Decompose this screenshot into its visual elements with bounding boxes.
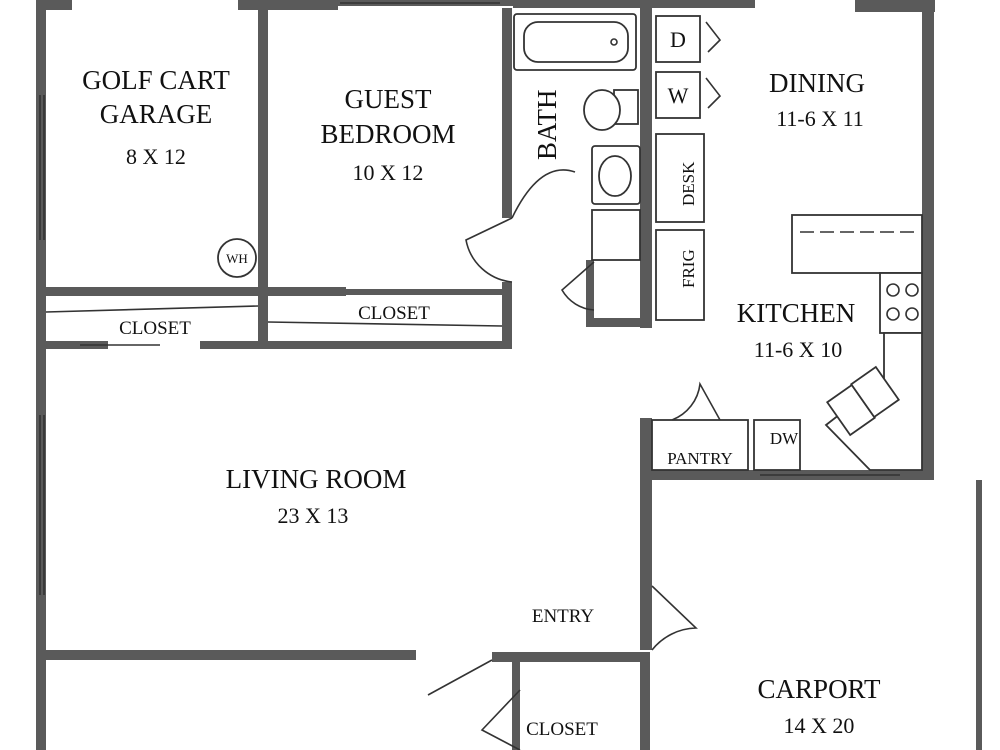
- pantry-label: PANTRY: [667, 449, 733, 468]
- fridge-label: FRIG: [679, 249, 698, 288]
- dishwasher-label: DW: [770, 429, 799, 448]
- dryer-box: [655, 15, 701, 63]
- carport-title: CARPORT: [758, 674, 881, 704]
- bedroom-closet-label: CLOSET: [358, 303, 430, 324]
- fixture-labels: WH D W DESK FRIG PANTRY DW: [226, 27, 799, 468]
- golf-cart-garage-title-line2: GARAGE: [100, 99, 213, 129]
- windows: [39, 2, 900, 595]
- kitchen-dims: 11-6 X 10: [754, 337, 842, 362]
- entry-closet-label: CLOSET: [526, 719, 598, 740]
- dishwasher-box: [753, 419, 801, 471]
- bath-fixtures: [513, 13, 641, 261]
- kitchen-cabinets: [651, 214, 923, 471]
- kitchen-title: KITCHEN: [737, 298, 855, 328]
- bath-label: BATH: [532, 89, 562, 160]
- water-heater-label: WH: [226, 251, 248, 266]
- entry-label: ENTRY: [532, 606, 595, 627]
- carport-dims: 14 X 20: [784, 713, 855, 738]
- dryer-label: D: [670, 27, 686, 52]
- dining-title: DINING: [769, 68, 865, 98]
- golf-cart-garage-dims: 8 X 12: [126, 144, 186, 169]
- doors: [427, 169, 721, 750]
- pantry-box: [651, 419, 749, 471]
- laundry-desk-fridge: [655, 15, 722, 321]
- washer-box: [655, 71, 701, 119]
- desk-label: DESK: [679, 161, 698, 206]
- water-heater-circle: [217, 238, 257, 278]
- living-room-title: LIVING ROOM: [226, 464, 407, 494]
- walls: [36, 0, 982, 750]
- golf-cart-garage-title-line1: GOLF CART: [82, 65, 230, 95]
- garage-closet-label: CLOSET: [119, 318, 191, 339]
- guest-bedroom-dims: 10 X 12: [353, 160, 424, 185]
- closet-rods: [45, 305, 503, 346]
- living-room-dims: 23 X 13: [278, 503, 349, 528]
- washer-label: W: [668, 83, 689, 108]
- fridge-box: [655, 229, 705, 321]
- guest-bedroom-title-line2: BEDROOM: [320, 119, 455, 149]
- dining-dims: 11-6 X 11: [776, 106, 864, 131]
- closet-labels: CLOSET CLOSET CLOSET: [119, 303, 598, 740]
- guest-bedroom-title-line1: GUEST: [345, 84, 433, 114]
- room-labels: GOLF CART GARAGE 8 X 12 GUEST BEDROOM 10…: [82, 65, 881, 738]
